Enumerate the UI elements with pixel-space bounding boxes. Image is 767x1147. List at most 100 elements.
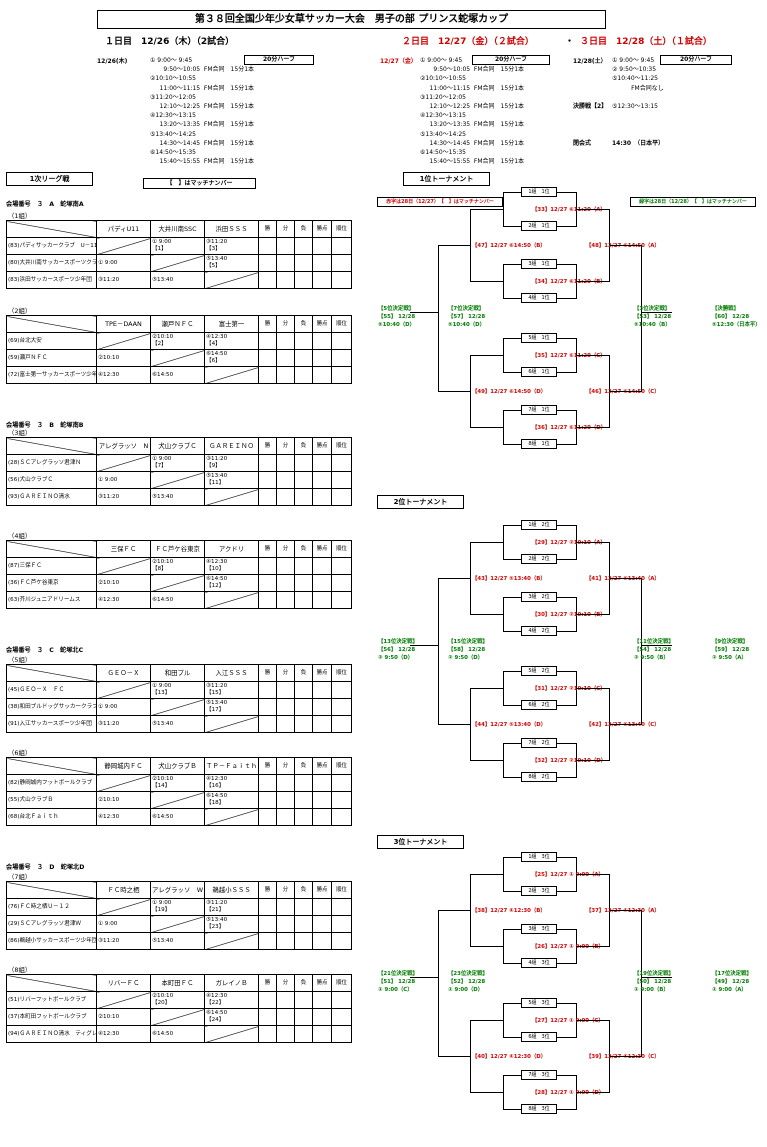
stat-cell [294, 991, 313, 1009]
stat-header: 勝点 [312, 540, 332, 558]
stat-cell [294, 715, 313, 733]
stat-cell [331, 349, 352, 367]
bracket-line [470, 688, 471, 760]
stat-header: 順位 [331, 437, 352, 455]
bracket-slot: 3組 2位 [521, 592, 557, 602]
team-name: (80)大井川南サッカースポーツクラブ [6, 254, 97, 272]
stat-cell [276, 454, 295, 472]
t1-green-note: 緑字は28日（12/28） 【 】はマッチナンバー [630, 197, 756, 207]
team-name: (45)ＧＥＯ－Ｘ ＦＣ [6, 681, 97, 699]
bracket-line [609, 355, 610, 427]
stat-header: 勝 [258, 437, 277, 455]
bracket-line [438, 391, 470, 392]
stat-cell [276, 254, 295, 272]
stat-header: 順位 [331, 315, 352, 333]
match-cell: ⑤13:40【5】 [204, 254, 259, 272]
bracket-line [470, 688, 503, 689]
stat-cell [294, 1025, 313, 1043]
stat-cell [312, 488, 332, 506]
bracket-line [470, 542, 503, 543]
stat-cell [312, 1025, 332, 1043]
column-header: 富士第一 [204, 315, 259, 333]
stat-header: 勝点 [312, 664, 332, 682]
bracket-line [503, 372, 521, 373]
stat-cell [294, 488, 313, 506]
match-time: ① 9:00 [152, 683, 172, 689]
match-cell: ④12:30【22】 [204, 991, 259, 1009]
final-match: ⑤12:30（日本平） [712, 322, 761, 328]
column-header: パディU11 [96, 220, 151, 238]
group-name: （1組） [8, 212, 32, 220]
closing-time: 14:30 （日本平） [612, 140, 665, 147]
bracket-line [470, 946, 503, 947]
r1-match: 【34】12/27 ⑥11:20（B） [532, 279, 606, 285]
stat-cell [258, 591, 277, 609]
bracket-line [642, 645, 672, 646]
r2-match: 【46】12/27 ⑥14:50（C） [586, 389, 660, 395]
stat-cell [312, 454, 332, 472]
match-time: ②10:10 [152, 993, 174, 999]
team-name: (63)芥川ジュニアドリームス [6, 591, 97, 609]
bracket-line [576, 743, 577, 777]
stat-header: 分 [276, 757, 295, 775]
stat-cell [331, 591, 352, 609]
match-cell: ① 9:00 [96, 471, 151, 489]
match-time: ③11:20 [206, 900, 228, 906]
match-time: ① 9:00 [98, 703, 118, 710]
bracket-line [577, 946, 610, 947]
stat-cell [276, 574, 295, 592]
stat-cell [258, 366, 277, 384]
column-header: 入江ＳＳＳ [204, 664, 259, 682]
bracket-slot: 4組 1位 [521, 293, 557, 303]
stat-cell [331, 791, 352, 809]
r1-match: 【25】12/27 ① 9:00（A） [532, 872, 604, 878]
stat-cell [312, 715, 332, 733]
stat-cell [312, 332, 332, 350]
stat-cell [258, 254, 277, 272]
self-cell [150, 915, 205, 933]
bracket-line [410, 645, 438, 646]
stat-header: 勝 [258, 315, 277, 333]
bracket-line [503, 444, 521, 445]
table-corner [6, 220, 97, 238]
t1-title: 1位トーナメント [403, 172, 490, 186]
stat-cell [294, 237, 313, 255]
self-cell [96, 237, 151, 255]
match-time: ⑤13:40 [206, 256, 228, 262]
bracket-line [557, 777, 577, 778]
stat-cell [294, 915, 313, 933]
match-cell: ① 9:00【19】 [150, 898, 205, 916]
bracket-line [438, 910, 439, 1056]
stat-header: 分 [276, 881, 295, 899]
bracket-line [503, 597, 521, 598]
column-header: リバーＦＣ [96, 974, 151, 992]
match-number: 【12】 [206, 583, 225, 589]
bracket-line [438, 910, 470, 911]
bracket-line [557, 338, 577, 339]
self-cell [204, 366, 259, 384]
bracket-line [577, 688, 610, 689]
bracket-line [503, 929, 504, 963]
match-time: ⑥14:50 [206, 1010, 228, 1016]
match-cell: ⑥14:50【6】 [204, 349, 259, 367]
r1-match: 【29】12/27 ②10:10（A） [532, 540, 606, 546]
match-cell: ① 9:00 [96, 698, 151, 716]
match-time: ④12:30 [206, 776, 228, 782]
self-cell [96, 332, 151, 350]
stat-cell [294, 271, 313, 289]
bracket-line [503, 1109, 521, 1110]
bracket-line [503, 1003, 504, 1037]
stat-cell [312, 1008, 332, 1026]
match-time: ②10:10 [152, 334, 174, 340]
self-cell [150, 791, 205, 809]
stat-cell [331, 698, 352, 716]
match-number: 【9】 [206, 463, 221, 469]
bracket-line [557, 1109, 577, 1110]
bracket-line [410, 977, 438, 978]
stat-header: 勝点 [312, 757, 332, 775]
bracket-line [557, 1003, 577, 1004]
stat-cell [276, 898, 295, 916]
match-time: ②10:10 [98, 796, 120, 803]
bracket-line [470, 209, 503, 210]
match-time: ① 9:00 [98, 476, 118, 483]
